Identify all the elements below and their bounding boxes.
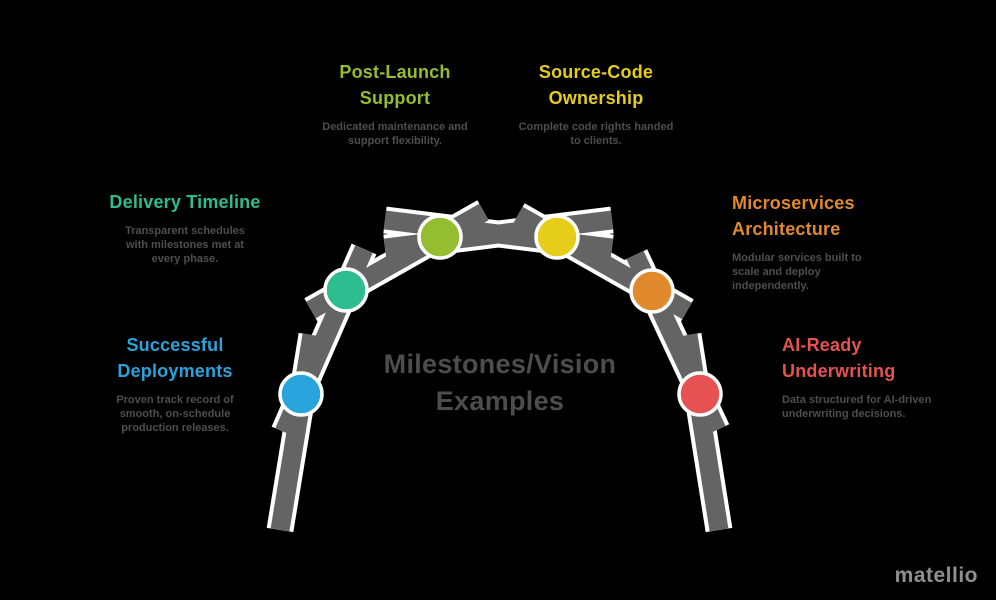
desc-line: production releases. (121, 422, 229, 434)
desc-line: Transparent schedules (125, 225, 245, 237)
label-microservices-architecture: Microservices Architecture Modular servi… (732, 190, 932, 293)
center-title-line: Examples (435, 386, 565, 416)
label-description: Dedicated maintenance and support flexib… (300, 120, 490, 148)
desc-line: Complete code rights handed (518, 121, 674, 133)
label-heading: Delivery Timeline (90, 189, 280, 215)
label-heading: Source-Code Ownership (501, 59, 691, 111)
desc-line: Modular services built to (732, 252, 862, 264)
node-successful-deployments (278, 371, 324, 417)
label-successful-deployments: Successful Deployments Proven track reco… (80, 332, 270, 435)
heading-line: Microservices (732, 193, 855, 213)
desc-line: to clients. (570, 135, 622, 147)
desc-line: scale and deploy (732, 266, 821, 278)
heading-line: Source-Code (538, 62, 654, 82)
label-delivery-timeline: Delivery Timeline Transparent schedules … (90, 189, 280, 266)
label-heading: AI-Ready Underwriting (782, 332, 977, 384)
label-post-launch-support: Post-Launch Support Dedicated maintenanc… (300, 59, 490, 148)
label-description: Data structured for AI-driven underwriti… (782, 393, 977, 421)
heading-line: AI-Ready (782, 335, 862, 355)
desc-line: with milestones met at (126, 239, 244, 251)
label-heading: Successful Deployments (80, 332, 270, 384)
node-source-code-ownership (534, 214, 580, 260)
node-post-launch-support (417, 214, 463, 260)
label-description: Transparent schedules with milestones me… (90, 224, 280, 266)
desc-line: support flexibility. (348, 135, 442, 147)
label-heading: Microservices Architecture (732, 190, 932, 242)
desc-line: Dedicated maintenance and (322, 121, 468, 133)
node-microservices-architecture (629, 268, 675, 314)
label-heading: Post-Launch Support (300, 59, 490, 111)
desc-line: smooth, on-schedule (119, 408, 231, 420)
heading-line: Ownership (548, 88, 644, 108)
label-description: Proven track record of smooth, on-schedu… (80, 393, 270, 435)
label-ai-ready-underwriting: AI-Ready Underwriting Data structured fo… (782, 332, 977, 421)
desc-line: Data structured for AI-driven (782, 394, 932, 406)
heading-line: Successful (126, 335, 224, 355)
heading-line: Deployments (117, 361, 233, 381)
heading-line: Delivery Timeline (109, 192, 261, 212)
desc-line: underwriting decisions. (782, 408, 906, 420)
center-title: Milestones/Vision Examples (348, 346, 652, 420)
center-title-line: Milestones/Vision (383, 349, 617, 379)
label-source-code-ownership: Source-Code Ownership Complete code righ… (501, 59, 691, 148)
heading-line: Architecture (732, 219, 841, 239)
watermark-logo: matellio (894, 564, 978, 587)
node-delivery-timeline (323, 267, 369, 313)
label-description: Modular services built to scale and depl… (732, 251, 932, 293)
heading-line: Support (359, 88, 431, 108)
desc-line: independently. (732, 280, 809, 292)
heading-line: Underwriting (782, 361, 896, 381)
desc-line: Proven track record of (116, 394, 234, 406)
label-description: Complete code rights handed to clients. (501, 120, 691, 148)
node-ai-ready-underwriting (677, 371, 723, 417)
heading-line: Post-Launch (339, 62, 451, 82)
milestone-nodes (278, 214, 723, 417)
desc-line: every phase. (151, 253, 219, 265)
